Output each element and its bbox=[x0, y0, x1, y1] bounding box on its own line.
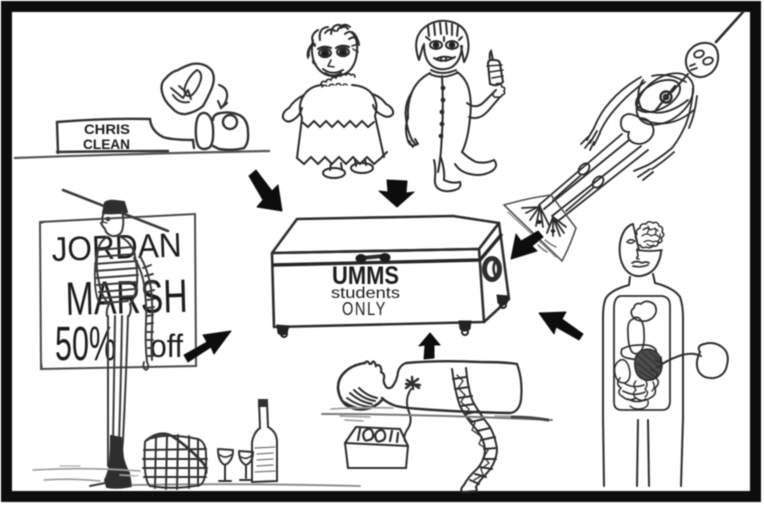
svg-text:UMMS: UMMS bbox=[332, 262, 399, 290]
svg-text:students: students bbox=[331, 285, 400, 302]
svg-text:CLEAN: CLEAN bbox=[83, 137, 130, 152]
svg-text:CHRIS: CHRIS bbox=[84, 122, 130, 137]
svg-text:ONLY: ONLY bbox=[342, 299, 387, 319]
svg-text:off: off bbox=[150, 328, 183, 364]
svg-text:50%: 50% bbox=[55, 318, 116, 371]
